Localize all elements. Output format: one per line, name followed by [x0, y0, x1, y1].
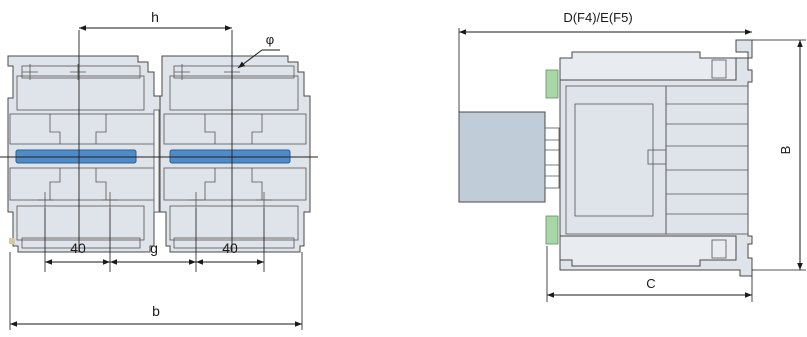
left-blue-slot — [15, 149, 137, 164]
right-bottom-terminal-band — [169, 205, 299, 241]
side-top-profile — [559, 51, 737, 81]
dim-phi-leader — [237, 49, 263, 69]
dim-vertical-b-label: B — [778, 146, 793, 155]
left-corner-tab — [9, 238, 15, 244]
side-bottom-green-clip — [545, 215, 559, 245]
side-accessory-block — [458, 111, 546, 203]
side-accessory-coupler — [544, 127, 560, 189]
dim-40-left-label: 40 — [70, 240, 86, 256]
side-top-screw-head — [711, 59, 727, 79]
left-screw-crosses — [22, 64, 118, 208]
dim-40-right-label: 40 — [222, 240, 238, 256]
dim-c-label: C — [646, 276, 655, 291]
left-bottom-terminal-cap — [21, 237, 141, 249]
side-coil-window — [574, 103, 654, 217]
right-top-terminal-band — [169, 75, 299, 111]
dim-b-label: b — [152, 303, 160, 319]
left-coil-detail — [49, 114, 107, 200]
left-bottom-terminal-band — [16, 205, 145, 241]
left-top-terminal-band — [16, 75, 145, 111]
side-bottom-screw-head — [711, 239, 727, 259]
right-coil-lower — [163, 167, 307, 201]
right-coil-upper — [163, 113, 307, 145]
left-contactor — [7, 55, 161, 253]
right-coil-detail — [204, 114, 263, 200]
front-view: h φ 40 g 40 b — [0, 9, 318, 330]
dim-phi-label: φ — [266, 32, 274, 47]
side-terminal-lines — [666, 103, 748, 215]
side-view: D(F4)/E(F5) B C — [458, 10, 806, 302]
side-bottom-profile — [559, 235, 737, 267]
right-contactor — [159, 55, 311, 253]
right-blue-slot — [169, 149, 291, 164]
side-top-green-clip — [545, 69, 559, 99]
dim-g-label: g — [150, 240, 158, 256]
dim-h-label: h — [151, 9, 159, 25]
side-plunger — [647, 149, 667, 165]
side-main-body — [559, 39, 753, 277]
dim-d-label: D(F4)/E(F5) — [563, 10, 632, 25]
side-coupler-ribs — [545, 139, 559, 177]
right-bottom-terminal-cap — [173, 237, 295, 249]
